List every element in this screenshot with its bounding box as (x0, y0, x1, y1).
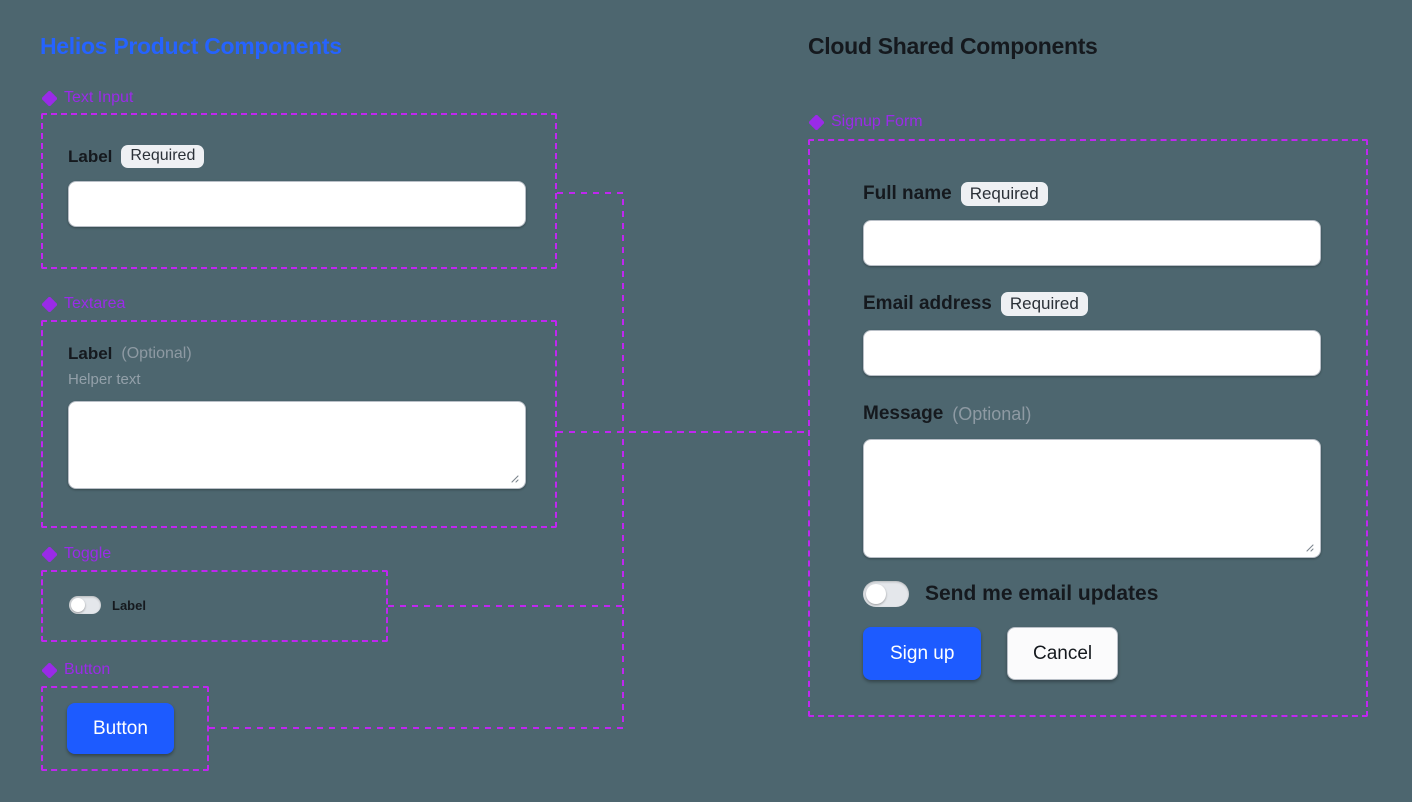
signup-cancel-button[interactable]: Cancel (1007, 627, 1119, 680)
connector-text-input (557, 192, 808, 433)
section-label-text: Button (64, 661, 111, 678)
component-diamond-icon (42, 662, 57, 678)
component-diamond-icon (809, 114, 824, 130)
email-updates-switch[interactable] (863, 581, 909, 607)
section-label-text: Text Input (64, 89, 134, 106)
toggle-switch[interactable] (69, 596, 101, 614)
toggle-row: Label (69, 596, 146, 614)
section-label-button: Button (42, 661, 110, 679)
full-name-input[interactable] (863, 220, 1321, 266)
full-name-label-row: Full name Required (863, 182, 1321, 206)
left-panel-heading: Helios Product Components (40, 33, 342, 59)
email-updates-knob (866, 584, 886, 604)
textarea-label-row: Label (Optional) (68, 344, 526, 364)
section-label-textarea: Textarea (42, 295, 125, 313)
required-badge: Required (960, 182, 1048, 206)
email-label-row: Email address Required (863, 292, 1321, 316)
section-label-text-input: Text Input (42, 89, 133, 107)
optional-note: (Optional) (952, 403, 1032, 424)
section-label-toggle: Toggle (42, 545, 111, 563)
textarea-label: Label (68, 344, 113, 363)
email-input[interactable] (863, 330, 1321, 376)
toggle-label: Label (112, 597, 146, 613)
email-group: Email address Required (863, 292, 1321, 376)
section-label-text: Textarea (64, 295, 126, 312)
required-badge: Required (1000, 292, 1088, 316)
message-group: Message (Optional) (863, 403, 1321, 558)
frame-signup-form (808, 139, 1368, 717)
demo-button[interactable]: Button (67, 703, 174, 754)
text-input-group: Label Required (68, 145, 526, 227)
required-badge: Required (121, 145, 205, 168)
email-updates-row: Send me email updates (863, 581, 1158, 607)
textarea-field[interactable] (68, 401, 526, 489)
full-name-group: Full name Required (863, 182, 1321, 266)
toggle-knob (71, 598, 85, 612)
text-input-label-row: Label Required (68, 145, 526, 168)
component-diamond-icon (42, 296, 57, 312)
message-textarea[interactable] (863, 439, 1321, 558)
component-diamond-icon (42, 90, 57, 106)
optional-note: (Optional) (121, 345, 192, 362)
email-updates-label: Send me email updates (925, 582, 1159, 605)
message-label: Message (863, 403, 944, 424)
text-input-field[interactable] (68, 181, 526, 227)
textarea-group: Label (Optional) Helper text (68, 344, 526, 489)
section-label-signup-form: Signup Form (809, 113, 923, 131)
right-panel-heading: Cloud Shared Components (808, 33, 1098, 59)
frame-textarea (41, 320, 557, 528)
frame-text-input (41, 113, 557, 269)
section-label-text: Toggle (64, 545, 112, 562)
text-input-label: Label (68, 146, 113, 166)
email-label: Email address (863, 293, 992, 314)
full-name-label: Full name (863, 183, 952, 204)
frame-button (41, 686, 209, 771)
component-diamond-icon (42, 546, 57, 562)
message-label-row: Message (Optional) (863, 403, 1321, 425)
signup-submit-button[interactable]: Sign up (863, 627, 982, 680)
textarea-helper-text: Helper text (68, 371, 141, 388)
section-label-text: Signup Form (831, 113, 923, 130)
